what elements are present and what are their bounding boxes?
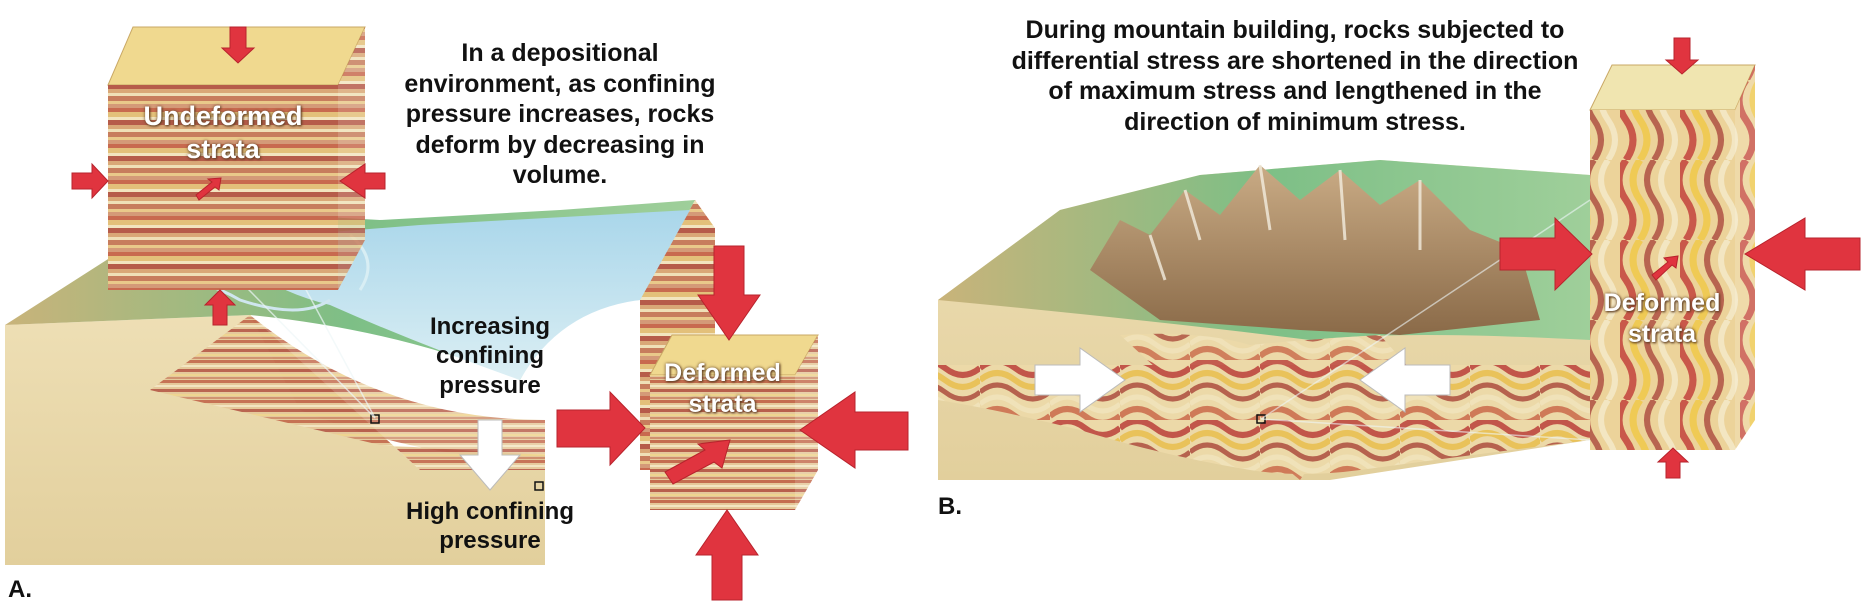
panel-a-stress-arrows (71, 26, 909, 601)
mountain-ridges (1148, 164, 1422, 281)
sediment-base (5, 315, 545, 565)
b-arrow-shear (1651, 255, 1679, 281)
arrow-up-small (203, 289, 237, 326)
arrow-down-small (220, 26, 256, 64)
column-front (1590, 110, 1735, 450)
arrow-left-large (799, 391, 909, 469)
panel-b-caption: During mountain building, rocks subjecte… (1011, 16, 1579, 136)
b-zoom-lines (1260, 199, 1591, 441)
column-side (1735, 65, 1755, 450)
arrow-up-large (695, 509, 759, 601)
b-arrow-down-small (1664, 37, 1700, 75)
b-arrow-up-small (1656, 447, 1690, 479)
arrow-left-small (339, 163, 386, 199)
arrow-down-large (697, 245, 761, 341)
b-arrow-left-large (1744, 217, 1861, 291)
b-white-arrow-left (1359, 347, 1451, 413)
increasing-pressure-label: Increasing confining pressure (429, 313, 551, 399)
pressure-arrow-down (458, 419, 522, 491)
cube-a-side (795, 335, 818, 510)
b-white-arrow-right (1034, 347, 1126, 413)
basin-strata-fill (250, 315, 545, 460)
arrow-shear-deformed (664, 439, 731, 485)
sample-marker-shallow (370, 414, 380, 424)
mountain-range (1090, 165, 1540, 335)
b-arrow-right-large (1499, 216, 1593, 292)
deformed-strata-column (1589, 64, 1756, 450)
panel-b-stress-arrows (1499, 37, 1861, 479)
panel-b-block (938, 160, 1591, 480)
panel-b-letter: B. (938, 493, 962, 520)
cube-front (108, 85, 338, 290)
deformed-strata-label-b: Deformed strata (1603, 289, 1721, 348)
basin-strata-wedge (150, 315, 545, 470)
arrow-right-small (71, 162, 109, 200)
panel-a-letter: A. (8, 576, 32, 603)
folded-core (1120, 333, 1420, 480)
panel-a-caption: In a depositional environment, as confin… (404, 39, 716, 189)
deformed-strata-cube-a (649, 334, 819, 510)
cube-side (338, 27, 365, 290)
deformed-strata-label-a: Deformed strata (664, 359, 781, 418)
arrow-shear-undeformed (195, 177, 222, 201)
high-pressure-label: High confining pressure (406, 498, 574, 555)
undeformed-strata-label: Undeformed strata (143, 101, 303, 164)
sample-marker-deep (534, 481, 544, 491)
arrow-right-large (556, 390, 646, 467)
